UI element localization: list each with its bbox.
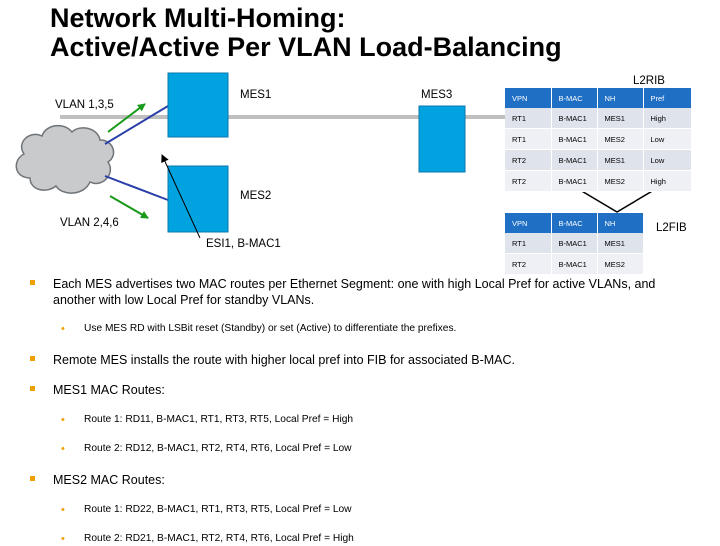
mes1-label: MES1 xyxy=(240,89,272,101)
table-cell: Low xyxy=(643,149,692,171)
l2fib-header: B-MAC xyxy=(551,213,598,233)
table-cell: RT2 xyxy=(505,170,552,192)
mes3-switch xyxy=(418,105,466,173)
dot-bullet-icon: • xyxy=(61,533,65,545)
square-bullet-icon xyxy=(30,386,35,391)
arrow-vlan-top xyxy=(107,103,146,133)
bullet-text: Route 1: RD22, B-MAC1, RT1, RT3, RT5, Lo… xyxy=(84,504,352,515)
bullet-item: MES1 MAC Routes: xyxy=(30,382,670,398)
square-bullet-icon xyxy=(30,280,35,285)
dot-bullet-icon: • xyxy=(61,414,65,426)
table-cell: RT1 xyxy=(505,108,552,129)
table-cell: MES1 xyxy=(597,233,644,254)
sub-bullet-item: • Route 2: RD21, B-MAC1, RT2, RT4, RT6, … xyxy=(30,532,670,546)
rib-to-fib-arrow xyxy=(577,189,657,213)
l2rib-table: VPN B-MAC NH Pref RT1 B-MAC1 MES1 High R… xyxy=(505,88,692,192)
table-cell: High xyxy=(643,108,692,129)
bullet-text: Route 1: RD11, B-MAC1, RT1, RT3, RT5, Lo… xyxy=(84,414,354,425)
table-cell: B-MAC1 xyxy=(551,128,598,150)
l2rib-label: L2RIB xyxy=(633,75,665,87)
bullet-text: MES1 MAC Routes: xyxy=(53,383,165,397)
esi-label: ESI1, B-MAC1 xyxy=(206,238,281,250)
table-cell: B-MAC1 xyxy=(551,149,598,171)
vlan-top-label: VLAN 1,3,5 xyxy=(55,99,114,111)
l2rib-header: VPN xyxy=(505,88,552,108)
bullet-item: MES2 MAC Routes: xyxy=(30,472,670,488)
table-cell: RT2 xyxy=(505,149,552,171)
dot-bullet-icon: • xyxy=(61,504,65,516)
bullet-text: Each MES advertises two MAC routes per E… xyxy=(53,277,656,307)
bullet-text: Route 2: RD21, B-MAC1, RT2, RT4, RT6, Lo… xyxy=(84,533,354,544)
table-row: RT1 B-MAC1 MES1 xyxy=(505,233,644,254)
cloud-icon xyxy=(15,124,115,194)
dot-bullet-icon: • xyxy=(61,443,65,455)
slide-title: Network Multi-Homing: Active/Active Per … xyxy=(50,4,562,62)
table-row: RT2 B-MAC1 MES2 xyxy=(505,253,644,275)
bullet-item: Remote MES installs the route with highe… xyxy=(30,352,670,368)
mes1-switch xyxy=(167,72,229,138)
sub-bullet-item: • Route 1: RD22, B-MAC1, RT1, RT3, RT5, … xyxy=(30,503,670,517)
bullet-text: Remote MES installs the route with highe… xyxy=(53,353,515,367)
table-cell: B-MAC1 xyxy=(551,233,598,254)
network-diagram xyxy=(15,72,657,239)
table-cell: B-MAC1 xyxy=(551,253,598,275)
table-cell: RT2 xyxy=(505,253,552,275)
bullet-text: MES2 MAC Routes: xyxy=(53,473,165,487)
l2fib-table: VPN B-MAC NH RT1 B-MAC1 MES1 RT2 B-MAC1 … xyxy=(505,213,644,275)
square-bullet-icon xyxy=(30,356,35,361)
sub-bullet-item: • Route 1: RD11, B-MAC1, RT1, RT3, RT5, … xyxy=(30,413,670,427)
table-cell: RT1 xyxy=(505,233,552,254)
mes2-label: MES2 xyxy=(240,190,272,202)
l2rib-header: NH xyxy=(597,88,644,108)
mes3-label: MES3 xyxy=(421,89,453,101)
bullet-text: Use MES RD with LSBit reset (Standby) or… xyxy=(84,323,457,334)
sub-bullet-item: • Route 2: RD12, B-MAC1, RT2, RT4, RT6, … xyxy=(30,442,670,456)
l2rib-header: B-MAC xyxy=(551,88,598,108)
table-cell: MES2 xyxy=(597,128,644,150)
table-cell: B-MAC1 xyxy=(551,108,598,129)
link-cloud-mes1 xyxy=(104,105,169,145)
esi-pointer-arrow xyxy=(161,154,201,239)
l2fib-header: VPN xyxy=(505,213,552,233)
dot-bullet-icon: • xyxy=(61,323,65,335)
bullet-item: Each MES advertises two MAC routes per E… xyxy=(30,276,670,308)
l2fib-header: NH xyxy=(597,213,644,233)
table-cell: B-MAC1 xyxy=(551,170,598,192)
title-line-1: Network Multi-Homing: xyxy=(50,3,346,33)
table-cell: Low xyxy=(643,128,692,150)
title-line-2: Active/Active Per VLAN Load-Balancing xyxy=(50,32,562,62)
mes2-switch xyxy=(167,165,229,233)
link-cloud-mes2 xyxy=(104,175,169,201)
table-cell: MES1 xyxy=(597,108,644,129)
table-cell: RT1 xyxy=(505,128,552,150)
table-row: RT1 B-MAC1 MES1 High xyxy=(505,108,692,129)
arrow-vlan-bottom xyxy=(109,195,149,219)
bullet-text: Route 2: RD12, B-MAC1, RT2, RT4, RT6, Lo… xyxy=(84,443,352,454)
vlan-bottom-label: VLAN 2,4,6 xyxy=(60,217,119,229)
square-bullet-icon xyxy=(30,476,35,481)
l2rib-header: Pref xyxy=(643,88,692,108)
l2fib-label: L2FIB xyxy=(656,222,687,234)
table-cell: High xyxy=(643,170,692,192)
table-cell: MES1 xyxy=(597,149,644,171)
l2rib-header-row: VPN B-MAC NH Pref xyxy=(505,88,692,108)
table-row: RT2 B-MAC1 MES2 High xyxy=(505,170,692,192)
table-cell: MES2 xyxy=(597,253,644,275)
sub-bullet-item: • Use MES RD with LSBit reset (Standby) … xyxy=(30,322,670,336)
table-row: RT1 B-MAC1 MES2 Low xyxy=(505,128,692,150)
table-cell: MES2 xyxy=(597,170,644,192)
l2fib-header-row: VPN B-MAC NH xyxy=(505,213,644,233)
bullet-list: Each MES advertises two MAC routes per E… xyxy=(30,276,670,546)
table-row: RT2 B-MAC1 MES1 Low xyxy=(505,149,692,171)
